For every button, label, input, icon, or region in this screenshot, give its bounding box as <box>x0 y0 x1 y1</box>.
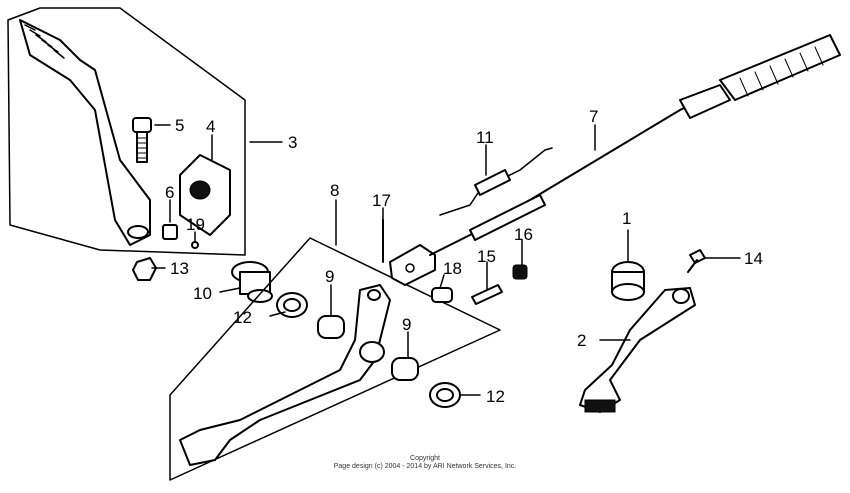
callout-13: 13 <box>170 259 189 278</box>
bolt-5 <box>132 117 152 163</box>
callout-6: 6 <box>165 183 174 202</box>
washer-12a <box>276 292 308 318</box>
brake-pedal-2 <box>579 287 696 413</box>
pivot-collar-1 <box>611 261 645 301</box>
callout-14: 14 <box>744 249 763 268</box>
callout-16: 16 <box>514 225 533 244</box>
copyright-notice: Page design (c) 2004 - 2014 by ARI Netwo… <box>333 463 517 470</box>
pin-19 <box>191 241 199 249</box>
kick-boss-4 <box>179 154 231 236</box>
brake-cable-7 <box>429 34 841 256</box>
brake-clevis <box>389 244 436 286</box>
collar-9b <box>391 357 419 381</box>
brake-pedal-arm <box>179 284 391 466</box>
washer-12b <box>429 382 461 408</box>
callout-15: 15 <box>477 247 496 266</box>
callout-10: 10 <box>193 284 212 303</box>
callout-11: 11 <box>476 128 494 147</box>
callout-17: 17 <box>372 191 391 210</box>
callout-2: 2 <box>577 331 586 350</box>
callout-12a: 12 <box>233 308 252 327</box>
callout-1: 1 <box>622 209 631 228</box>
callout-18: 18 <box>443 259 462 278</box>
pin-18 <box>431 287 453 303</box>
callout-9a: 9 <box>325 267 334 286</box>
callout-7: 7 <box>589 107 598 126</box>
kick-starter-arm <box>19 19 151 246</box>
callout-9b: 9 <box>402 315 411 334</box>
kick-starter-group-box <box>7 7 246 256</box>
collar-9a <box>317 315 345 339</box>
nut-16 <box>512 264 528 280</box>
callout-5: 5 <box>175 116 184 135</box>
pivot-10 <box>231 261 273 303</box>
copyright-label: Copyright <box>410 455 440 462</box>
callout-8: 8 <box>330 181 339 200</box>
bolt-6 <box>162 224 178 240</box>
callout-4: 4 <box>206 117 215 136</box>
bolt-14 <box>687 249 706 273</box>
callout-19: 19 <box>186 215 205 234</box>
leader-lines <box>151 124 741 396</box>
bolt-15 <box>471 284 503 305</box>
spring-11 <box>439 147 553 216</box>
nut-13 <box>132 257 157 281</box>
callout-3: 3 <box>288 133 297 152</box>
callout-12b: 12 <box>486 387 505 406</box>
